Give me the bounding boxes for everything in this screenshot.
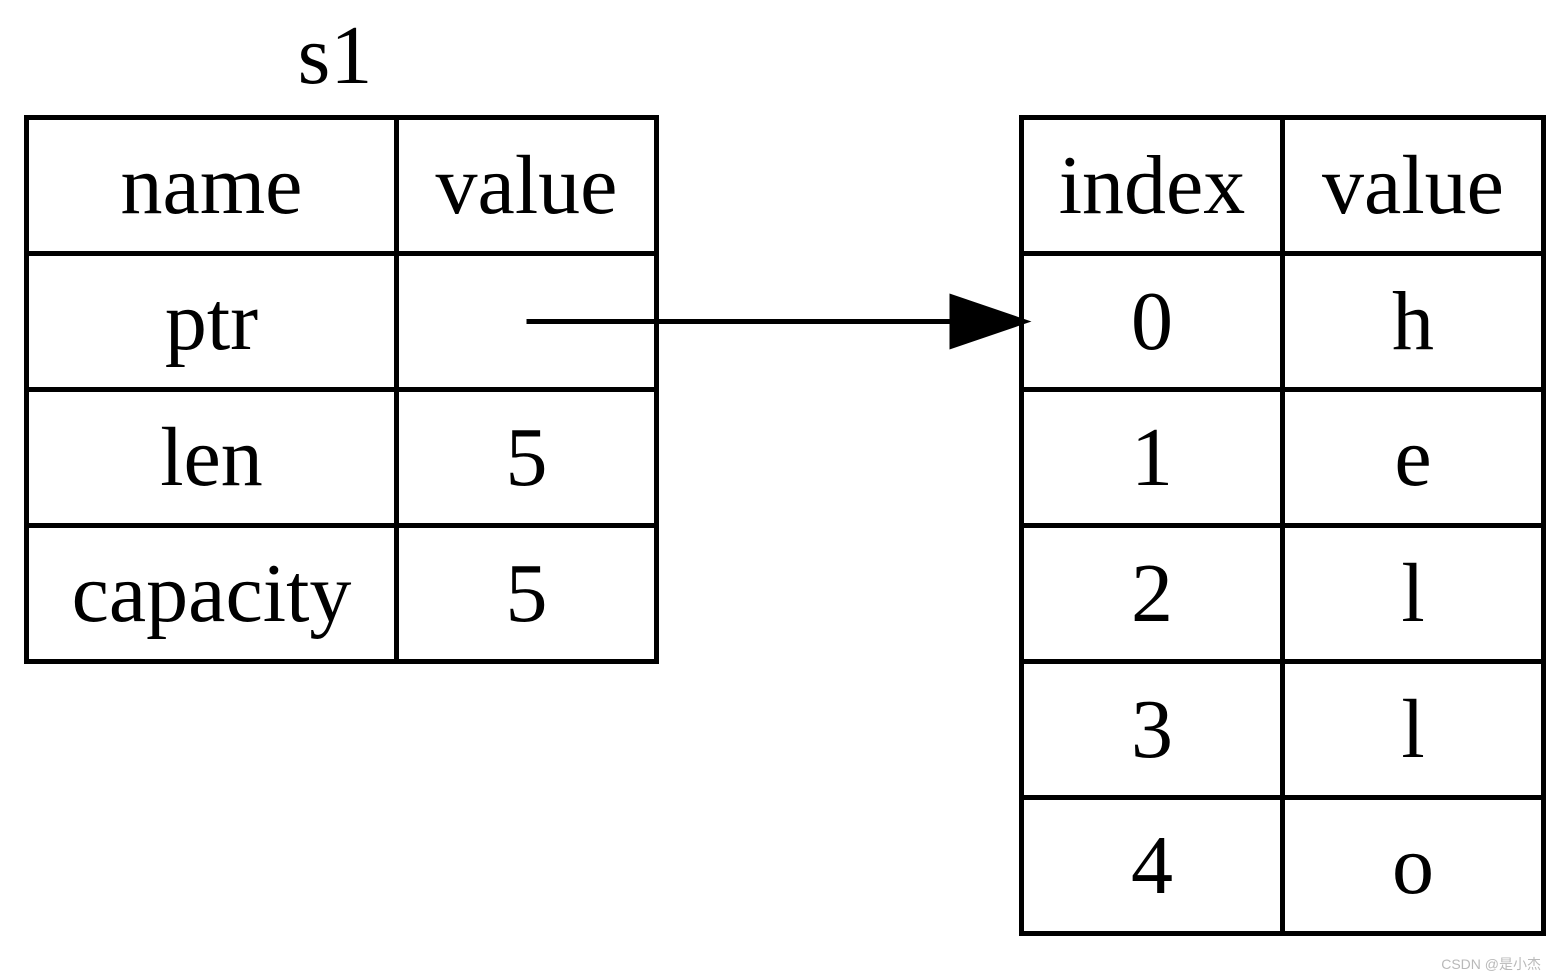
header-cell-name: name xyxy=(24,115,399,256)
table-header-row: index value xyxy=(1019,115,1546,256)
field-name-cell: ptr xyxy=(24,251,399,392)
field-value-cell: 5 xyxy=(394,523,659,664)
header-cell-index: index xyxy=(1019,115,1285,256)
byte-value-cell: l xyxy=(1280,523,1546,664)
table-row: ptr xyxy=(24,251,659,392)
table-row: capacity 5 xyxy=(24,523,659,664)
heap-table: index value 0 h 1 e 2 l 3 l 4 o xyxy=(1019,115,1546,936)
field-name-cell: len xyxy=(24,387,399,528)
index-cell: 4 xyxy=(1019,795,1285,936)
index-cell: 2 xyxy=(1019,523,1285,664)
field-name-cell: capacity xyxy=(24,523,399,664)
pointer-value-cell xyxy=(394,251,659,392)
table-row: 4 o xyxy=(1019,795,1546,936)
header-cell-value: value xyxy=(394,115,659,256)
byte-value-cell: e xyxy=(1280,387,1546,528)
header-cell-value: value xyxy=(1280,115,1546,256)
table-header-row: name value xyxy=(24,115,659,256)
table-row: 3 l xyxy=(1019,659,1546,800)
watermark: CSDN @是小杰 xyxy=(1441,956,1541,972)
table-row: 1 e xyxy=(1019,387,1546,528)
variable-name-label: s1 xyxy=(297,9,373,102)
byte-value-cell: h xyxy=(1280,251,1546,392)
index-cell: 1 xyxy=(1019,387,1285,528)
field-value-cell: 5 xyxy=(394,387,659,528)
table-row: 0 h xyxy=(1019,251,1546,392)
table-row: 2 l xyxy=(1019,523,1546,664)
stack-table: name value ptr len 5 capacity 5 xyxy=(24,115,659,664)
index-cell: 3 xyxy=(1019,659,1285,800)
table-row: len 5 xyxy=(24,387,659,528)
byte-value-cell: o xyxy=(1280,795,1546,936)
byte-value-cell: l xyxy=(1280,659,1546,800)
index-cell: 0 xyxy=(1019,251,1285,392)
